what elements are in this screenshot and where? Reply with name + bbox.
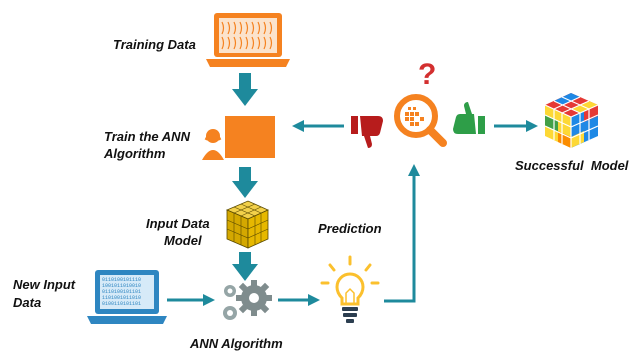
svg-text:0100110101101: 0100110101101 xyxy=(102,301,141,307)
label-input-data-line2: Model xyxy=(164,233,202,248)
rubik-cube-icon xyxy=(544,93,599,148)
label-new-input-line2: Data xyxy=(13,295,42,310)
gears-icon xyxy=(223,280,272,320)
arrow-down-3 xyxy=(232,252,258,281)
presentation-board-icon xyxy=(202,116,275,160)
label-training-data: Training Data xyxy=(113,37,196,52)
arrow-down-1 xyxy=(232,73,258,106)
magnifier-icon xyxy=(394,94,447,147)
svg-text:0110100101110: 0110100101110 xyxy=(102,277,141,283)
svg-text:1001011010010: 1001011010010 xyxy=(102,283,141,289)
training-data-laptop-icon xyxy=(206,13,290,67)
thumbs-up-icon xyxy=(453,102,485,134)
data-cube-icon xyxy=(225,200,269,249)
arrow-ann-to-prediction xyxy=(278,294,320,306)
svg-text:1101001011010: 1101001011010 xyxy=(102,295,141,301)
new-input-laptop-icon: 0110100101110 1001011010010 011010010110… xyxy=(87,270,167,324)
arrow-newinput-to-ann xyxy=(167,294,215,306)
label-successful-model: Successful Model xyxy=(515,158,629,173)
label-train-ann-line1: Train the ANN xyxy=(104,129,190,144)
label-input-data-line1: Input Data xyxy=(146,216,210,231)
lightbulb-icon xyxy=(320,255,380,323)
arrow-evaluation-to-success xyxy=(494,120,538,132)
label-train-ann-line2: Algorithm xyxy=(104,146,166,161)
arrow-down-2 xyxy=(232,167,258,198)
thumbs-down-icon xyxy=(351,116,383,148)
label-ann-algorithm: ANN Algorithm xyxy=(190,336,283,351)
arrow-prediction-to-evaluation xyxy=(384,164,420,303)
question-mark-icon: ? xyxy=(418,58,436,91)
svg-text:0110100101101: 0110100101101 xyxy=(102,289,141,295)
arrow-feedback-to-training xyxy=(292,120,344,132)
label-new-input-line1: New Input xyxy=(13,277,76,292)
label-prediction: Prediction xyxy=(318,221,382,236)
